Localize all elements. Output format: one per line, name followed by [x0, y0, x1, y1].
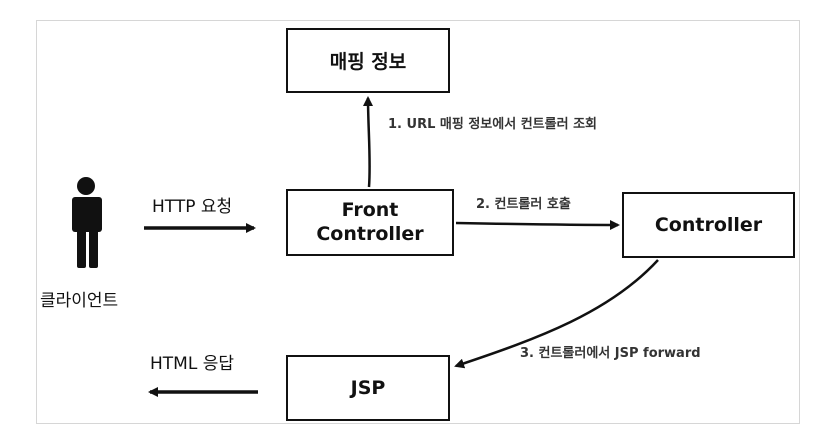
step1-arrow — [363, 96, 374, 188]
http-request-label: HTTP 요청 — [152, 197, 233, 217]
front-controller-box: Front Controller — [286, 189, 454, 256]
http-response-label: HTML 응답 — [150, 354, 234, 374]
jsp-box: JSP — [286, 355, 450, 421]
client-label: 클라이언트 — [40, 291, 119, 311]
mapping-info-label: 매핑 정보 — [329, 51, 407, 73]
front-controller-label-line1: Front — [341, 199, 399, 222]
step1-label: 1. URL 매핑 정보에서 컨트롤러 조회 — [388, 117, 597, 132]
mapping-info-box: 매핑 정보 — [286, 28, 450, 93]
controller-box: Controller — [622, 192, 795, 258]
jsp-label: JSP — [350, 377, 386, 399]
step2-label: 2. 컨트롤러 호출 — [476, 197, 571, 212]
step3-label: 3. 컨트롤러에서 JSP forward — [520, 346, 701, 361]
step2-arrow — [455, 219, 620, 230]
person-icon — [72, 177, 102, 268]
controller-label: Controller — [654, 214, 763, 236]
front-controller-label-line2: Controller — [316, 222, 424, 245]
step3-arrow — [454, 259, 659, 369]
